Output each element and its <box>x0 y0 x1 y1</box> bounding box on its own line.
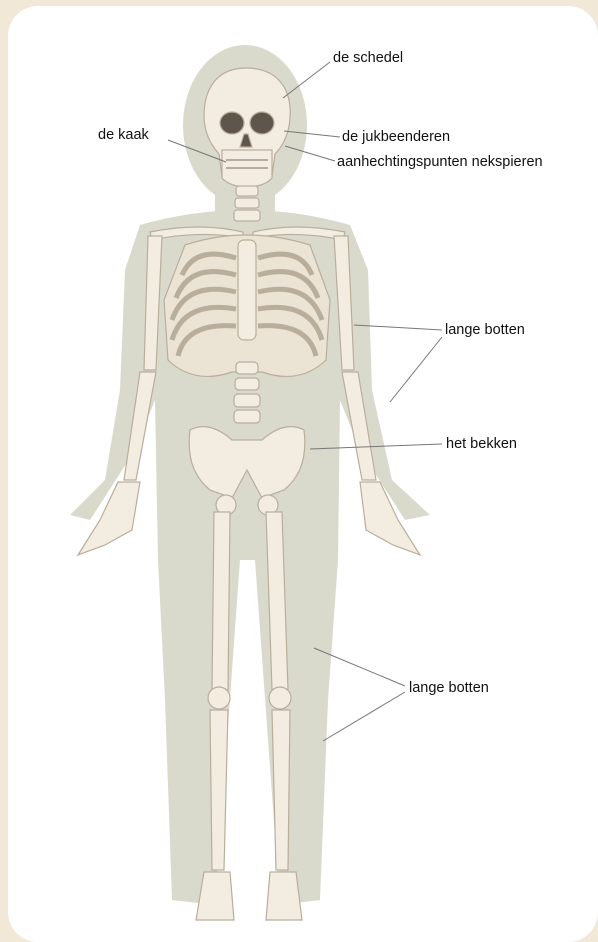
label-jaw: de kaak <box>98 128 149 143</box>
label-pelvis: het bekken <box>446 437 517 452</box>
label-cheekbones: de jukbeenderen <box>342 130 450 145</box>
label-skull: de schedel <box>333 51 403 66</box>
label-neck-muscle-attachments: aanhechtingspunten nekspieren <box>337 155 543 170</box>
label-long-bones-leg: lange botten <box>409 681 489 696</box>
label-long-bones-arm: lange botten <box>445 323 525 338</box>
